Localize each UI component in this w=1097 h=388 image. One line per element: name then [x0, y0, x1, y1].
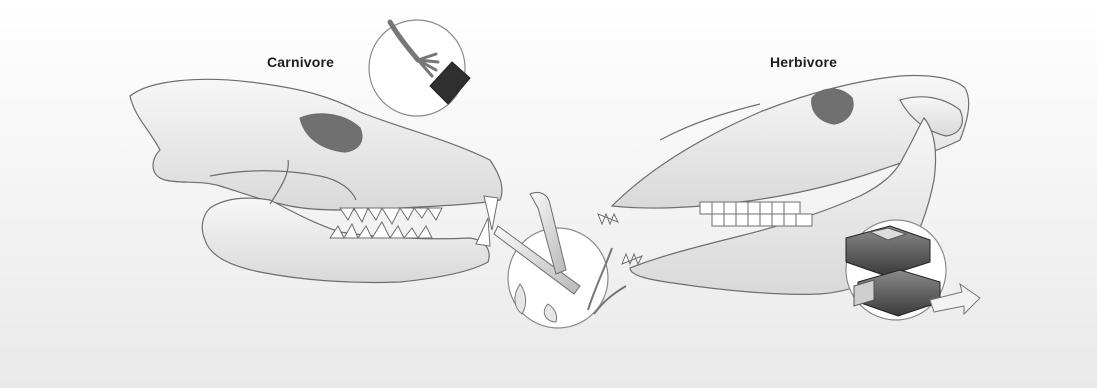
carnivore-upper-molars — [340, 208, 442, 224]
herbivore-upper-molars — [700, 202, 800, 214]
fork-and-knife-icon — [369, 20, 470, 116]
carnivore-lower-canine — [476, 218, 490, 246]
herbivore-lower-molars — [712, 214, 812, 226]
nail-clipper-icon — [494, 192, 626, 328]
carnivore-label: Carnivore — [267, 54, 334, 70]
grinding-stones-icon — [846, 220, 980, 320]
carnivore-skull — [130, 79, 502, 282]
herbivore-label: Herbivore — [770, 54, 837, 70]
herbivore-upper-incisors — [598, 214, 618, 224]
herbivore-lower-incisors — [622, 254, 642, 264]
carnivore-lower-molars — [330, 222, 432, 238]
